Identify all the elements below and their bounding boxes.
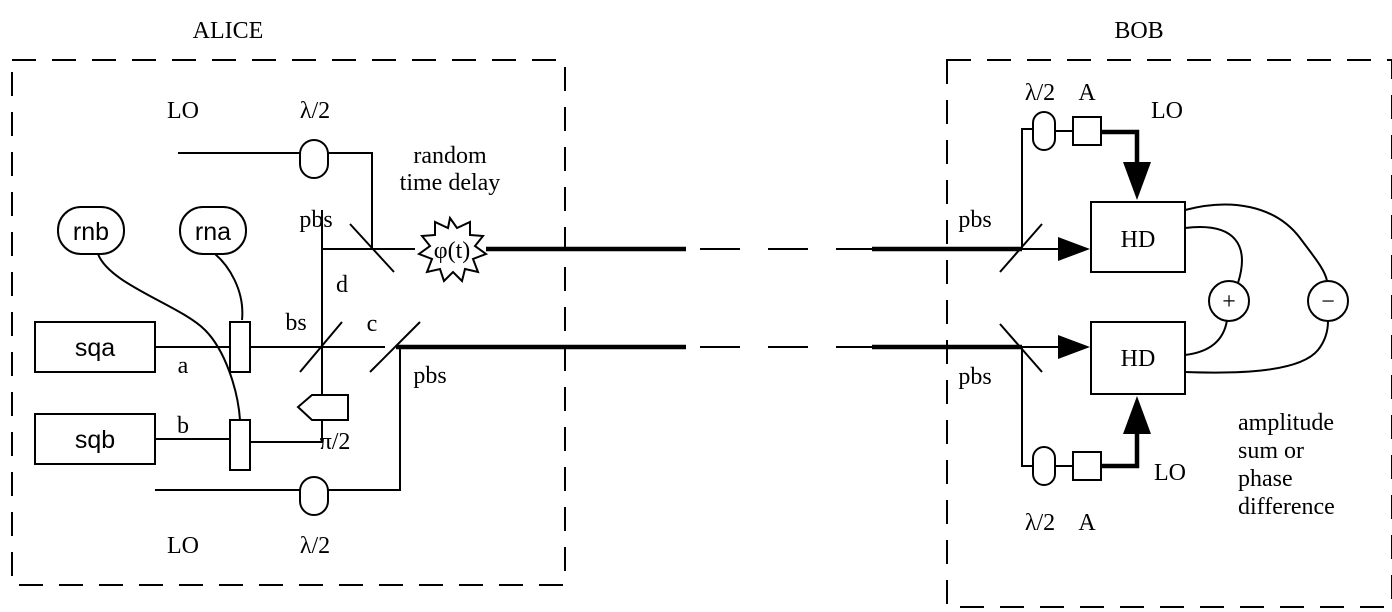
phase-element-label: φ(t) (434, 238, 471, 264)
rna-generator (179, 206, 247, 255)
sqb-box (34, 413, 156, 465)
bob-top-lo-arrow (1123, 162, 1151, 200)
bob-top-arrow (1058, 237, 1090, 261)
bob-section: BOB pbs HD λ/2 A LO pbs HD (946, 18, 1392, 608)
bob-pbs-top-label: pbs (958, 207, 991, 233)
bob-halfwave-bottom-label: λ/2 (1025, 510, 1055, 536)
hd-top-label: HD (1121, 227, 1156, 253)
output-line3: phase (1238, 466, 1293, 492)
hd-bottom-to-sum (1184, 319, 1228, 356)
beam-splitter-bs (299, 321, 343, 373)
hd-bottom-label: HD (1121, 346, 1156, 372)
bob-title: BOB (1114, 18, 1163, 44)
halfwave-plate-bottom (299, 476, 329, 516)
phase-shift-label: π/2 (320, 429, 351, 455)
sqb-label: sqb (75, 426, 115, 454)
homodyne-detector-top (1090, 201, 1186, 273)
sqa-label: sqa (75, 334, 115, 362)
hd-top-to-difference (1184, 203, 1328, 282)
bob-boundary (946, 59, 1392, 608)
modulator-b (229, 419, 251, 471)
bob-bottom-lo-arrow (1123, 396, 1151, 434)
path-d-label: d (336, 272, 348, 298)
lo-bottom-to-pbs (328, 347, 401, 491)
bob-halfwave-top-label: λ/2 (1025, 80, 1055, 106)
bob-halfwave-bottom (1032, 446, 1056, 486)
lo-top-label: LO (167, 98, 199, 124)
bob-halfwave-top (1032, 111, 1056, 151)
output-line1: amplitude (1238, 410, 1334, 436)
hd-top-to-sum (1184, 226, 1243, 284)
difference-symbol: − (1321, 289, 1335, 315)
output-line4: difference (1238, 494, 1335, 520)
bob-attenuator-top-label: A (1078, 80, 1096, 106)
phase-modulator-star (416, 215, 489, 283)
rna-label: rna (195, 218, 231, 246)
bob-attenuator-bottom (1072, 451, 1102, 481)
pbs-bottom (369, 321, 421, 373)
sum-symbol: + (1222, 289, 1236, 315)
phase-shifter (296, 394, 349, 421)
bob-bottom-arrow (1058, 335, 1090, 359)
random-delay-line2: time delay (400, 170, 501, 196)
path-a-label: a (178, 353, 189, 379)
hd-bottom-to-difference (1184, 320, 1329, 374)
random-delay-line1: random (413, 143, 487, 169)
path-c-label: c (367, 311, 378, 337)
bs-label: bs (285, 310, 306, 336)
bob-bottom-lo-feed (1101, 432, 1140, 469)
homodyne-detector-bottom (1090, 321, 1186, 395)
bob-pbs-bottom-label: pbs (958, 364, 991, 390)
bob-attenuator-bottom-label: A (1078, 510, 1096, 536)
bob-lo-bottom-label: LO (1154, 460, 1186, 486)
alice-boundary (11, 59, 566, 586)
path-b-label: b (177, 413, 189, 439)
bob-attenuator-top (1072, 116, 1102, 146)
transmission-channels (396, 246, 1022, 350)
pbs-top-label: pbs (299, 207, 332, 233)
beam-b-to-phase (250, 420, 323, 443)
sqa-box (34, 321, 156, 373)
rnb-generator (57, 206, 125, 255)
pbs-bottom-label: pbs (413, 363, 446, 389)
bob-bottom-lo-line (1021, 347, 1033, 467)
halfwave-bottom-label: λ/2 (300, 533, 330, 559)
alice-title: ALICE (193, 18, 264, 44)
output-line2: sum or (1238, 438, 1304, 464)
modulator-a (229, 321, 251, 373)
lo-top-to-pbs (328, 152, 373, 248)
bob-top-lo-line (1021, 128, 1033, 249)
bob-lo-top-label: LO (1151, 98, 1183, 124)
sum-combiner (1208, 280, 1250, 322)
bob-top-lo-feed (1101, 129, 1140, 166)
halfwave-plate-top (299, 139, 329, 179)
rna-control-line (214, 253, 244, 321)
rnb-control-line (97, 253, 241, 421)
halfwave-top-label: λ/2 (300, 98, 330, 124)
alice-section: ALICE sqa sqb rnb rna a b π/2 bs (11, 18, 566, 586)
lo-bottom-label: LO (167, 533, 199, 559)
rnb-label: rnb (73, 218, 109, 246)
